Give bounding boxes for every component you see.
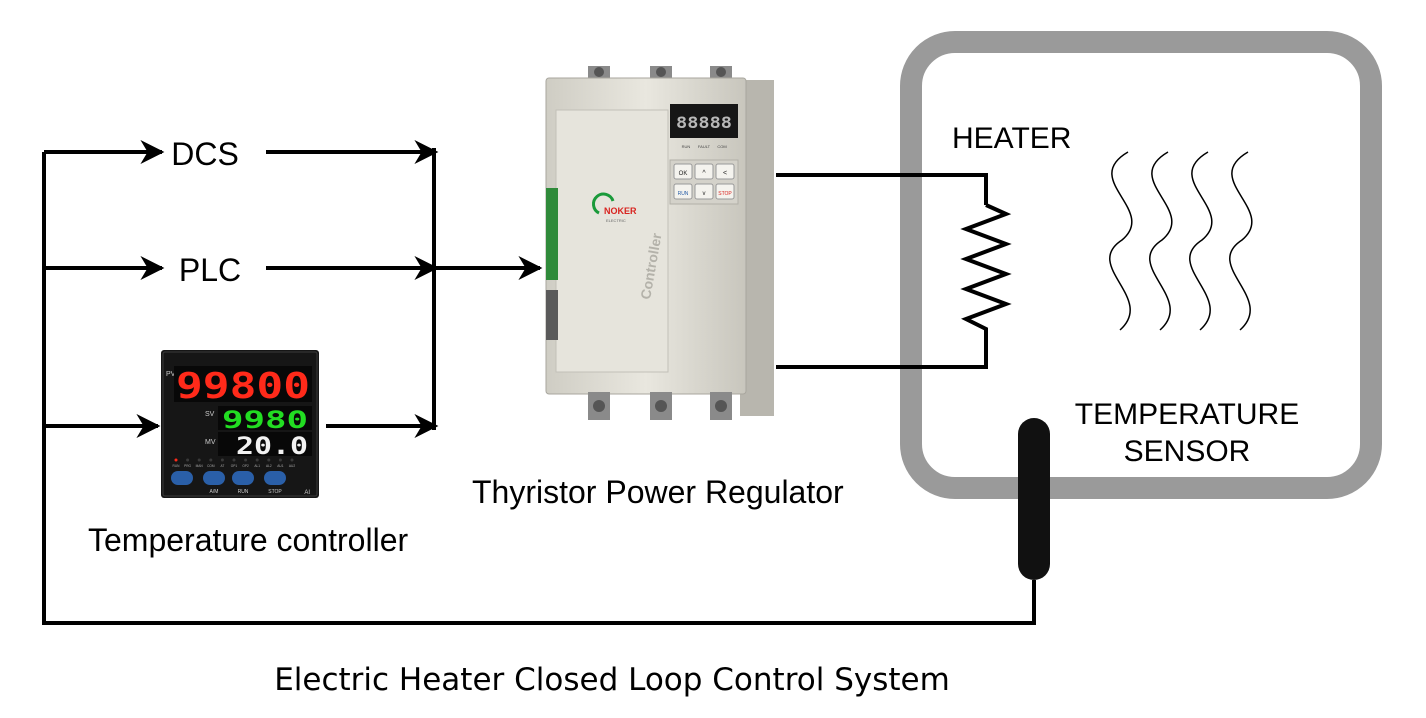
regulator-keypad: OK ^ < RUN v STOP: [669, 159, 739, 205]
plc-label: PLC: [179, 252, 241, 288]
temperature-controller-label: Temperature controller: [88, 522, 408, 558]
indicator-led: [244, 458, 248, 462]
stop-button-label: STOP: [268, 489, 282, 495]
regulator-led-fault-label: FAULT: [698, 144, 711, 149]
up-key[interactable]: [694, 163, 714, 180]
indicator-label: AU2: [289, 464, 295, 468]
indicator-label: AT: [220, 464, 224, 468]
sensor-label-line1: TEMPERATURE: [1075, 398, 1299, 431]
indicator-label: COM: [207, 464, 215, 468]
indicator-label: OP2: [242, 464, 249, 468]
mv-label: MV: [205, 439, 216, 446]
regulator-brand: NOKER: [604, 206, 637, 216]
temperature-sensor-icon: [1018, 418, 1050, 580]
controller-buttons: A/M RUN STOP AI: [171, 471, 310, 496]
indicator-label: MAN: [196, 464, 204, 468]
sv-label: SV: [205, 411, 215, 418]
regulator-led-run-label: RUN: [682, 144, 691, 149]
indicator-label: PRG: [184, 464, 191, 468]
dcs-label: DCS: [171, 136, 239, 172]
indicator-led: [278, 458, 282, 462]
controller-button-run[interactable]: [232, 471, 254, 485]
controller-brand: AI: [304, 490, 310, 496]
up-key-label: ^: [702, 170, 706, 177]
diagram-caption: Electric Heater Closed Loop Control Syst…: [274, 662, 950, 698]
heater-wires: [776, 173, 1012, 369]
bottom-terminals: [588, 392, 732, 420]
regulator-display: 88888: [676, 113, 732, 132]
heat-waves-icon: [1109, 151, 1253, 331]
am-button-label: A/M: [210, 489, 219, 495]
pv-display: 99800: [176, 366, 310, 407]
heating-vessel: [900, 31, 1382, 499]
ok-key-label: OK: [679, 171, 688, 177]
indicator-led: [186, 458, 190, 462]
indicator-label: OP1: [231, 464, 238, 468]
controller-button-stop[interactable]: [264, 471, 286, 485]
input-wires: [266, 140, 543, 438]
down-key[interactable]: [694, 183, 714, 200]
indicator-label: AL2: [266, 464, 272, 468]
indicator-led: [290, 458, 294, 462]
left-key[interactable]: [715, 163, 735, 180]
indicator-led: [209, 458, 213, 462]
down-key-label: v: [703, 191, 706, 197]
regulator-brand-sub: ELECTRIC: [606, 218, 626, 223]
sv-display: 9980: [222, 406, 308, 434]
indicator-led: [267, 458, 271, 462]
stop-key[interactable]: [715, 183, 735, 200]
pv-label: PV: [166, 371, 176, 378]
stop-key-label: STOP: [718, 191, 732, 197]
controller-button-am[interactable]: [203, 471, 225, 485]
feedback-loop-wire: [42, 140, 1036, 625]
controller-button-left[interactable]: [171, 471, 193, 485]
indicator-label: RUN: [173, 464, 181, 468]
sensor-label-line2: SENSOR: [1124, 435, 1251, 468]
run-button-label: RUN: [238, 489, 249, 495]
left-key-label: <: [723, 170, 727, 177]
indicator-led: [220, 458, 224, 462]
indicator-led: [174, 458, 178, 462]
regulator-led-com-label: COM: [717, 144, 726, 149]
indicator-label: AL1: [254, 464, 260, 468]
brand-logo-icon: [591, 192, 615, 215]
ok-key[interactable]: [673, 163, 693, 180]
thyristor-power-regulator: NOKER ELECTRIC Controller 88888 RUN FAUL…: [545, 66, 774, 420]
mv-display: 20.0: [236, 432, 308, 460]
indicator-label: AU1: [277, 464, 283, 468]
run-key-label: RUN: [678, 191, 689, 197]
indicator-led: [232, 458, 236, 462]
run-key[interactable]: [673, 183, 693, 200]
indicator-led: [255, 458, 259, 462]
heater-resistor-icon: [960, 203, 1012, 336]
heater-label: HEATER: [952, 122, 1071, 155]
indicator-led: [197, 458, 201, 462]
thyristor-label: Thyristor Power Regulator: [472, 474, 844, 510]
